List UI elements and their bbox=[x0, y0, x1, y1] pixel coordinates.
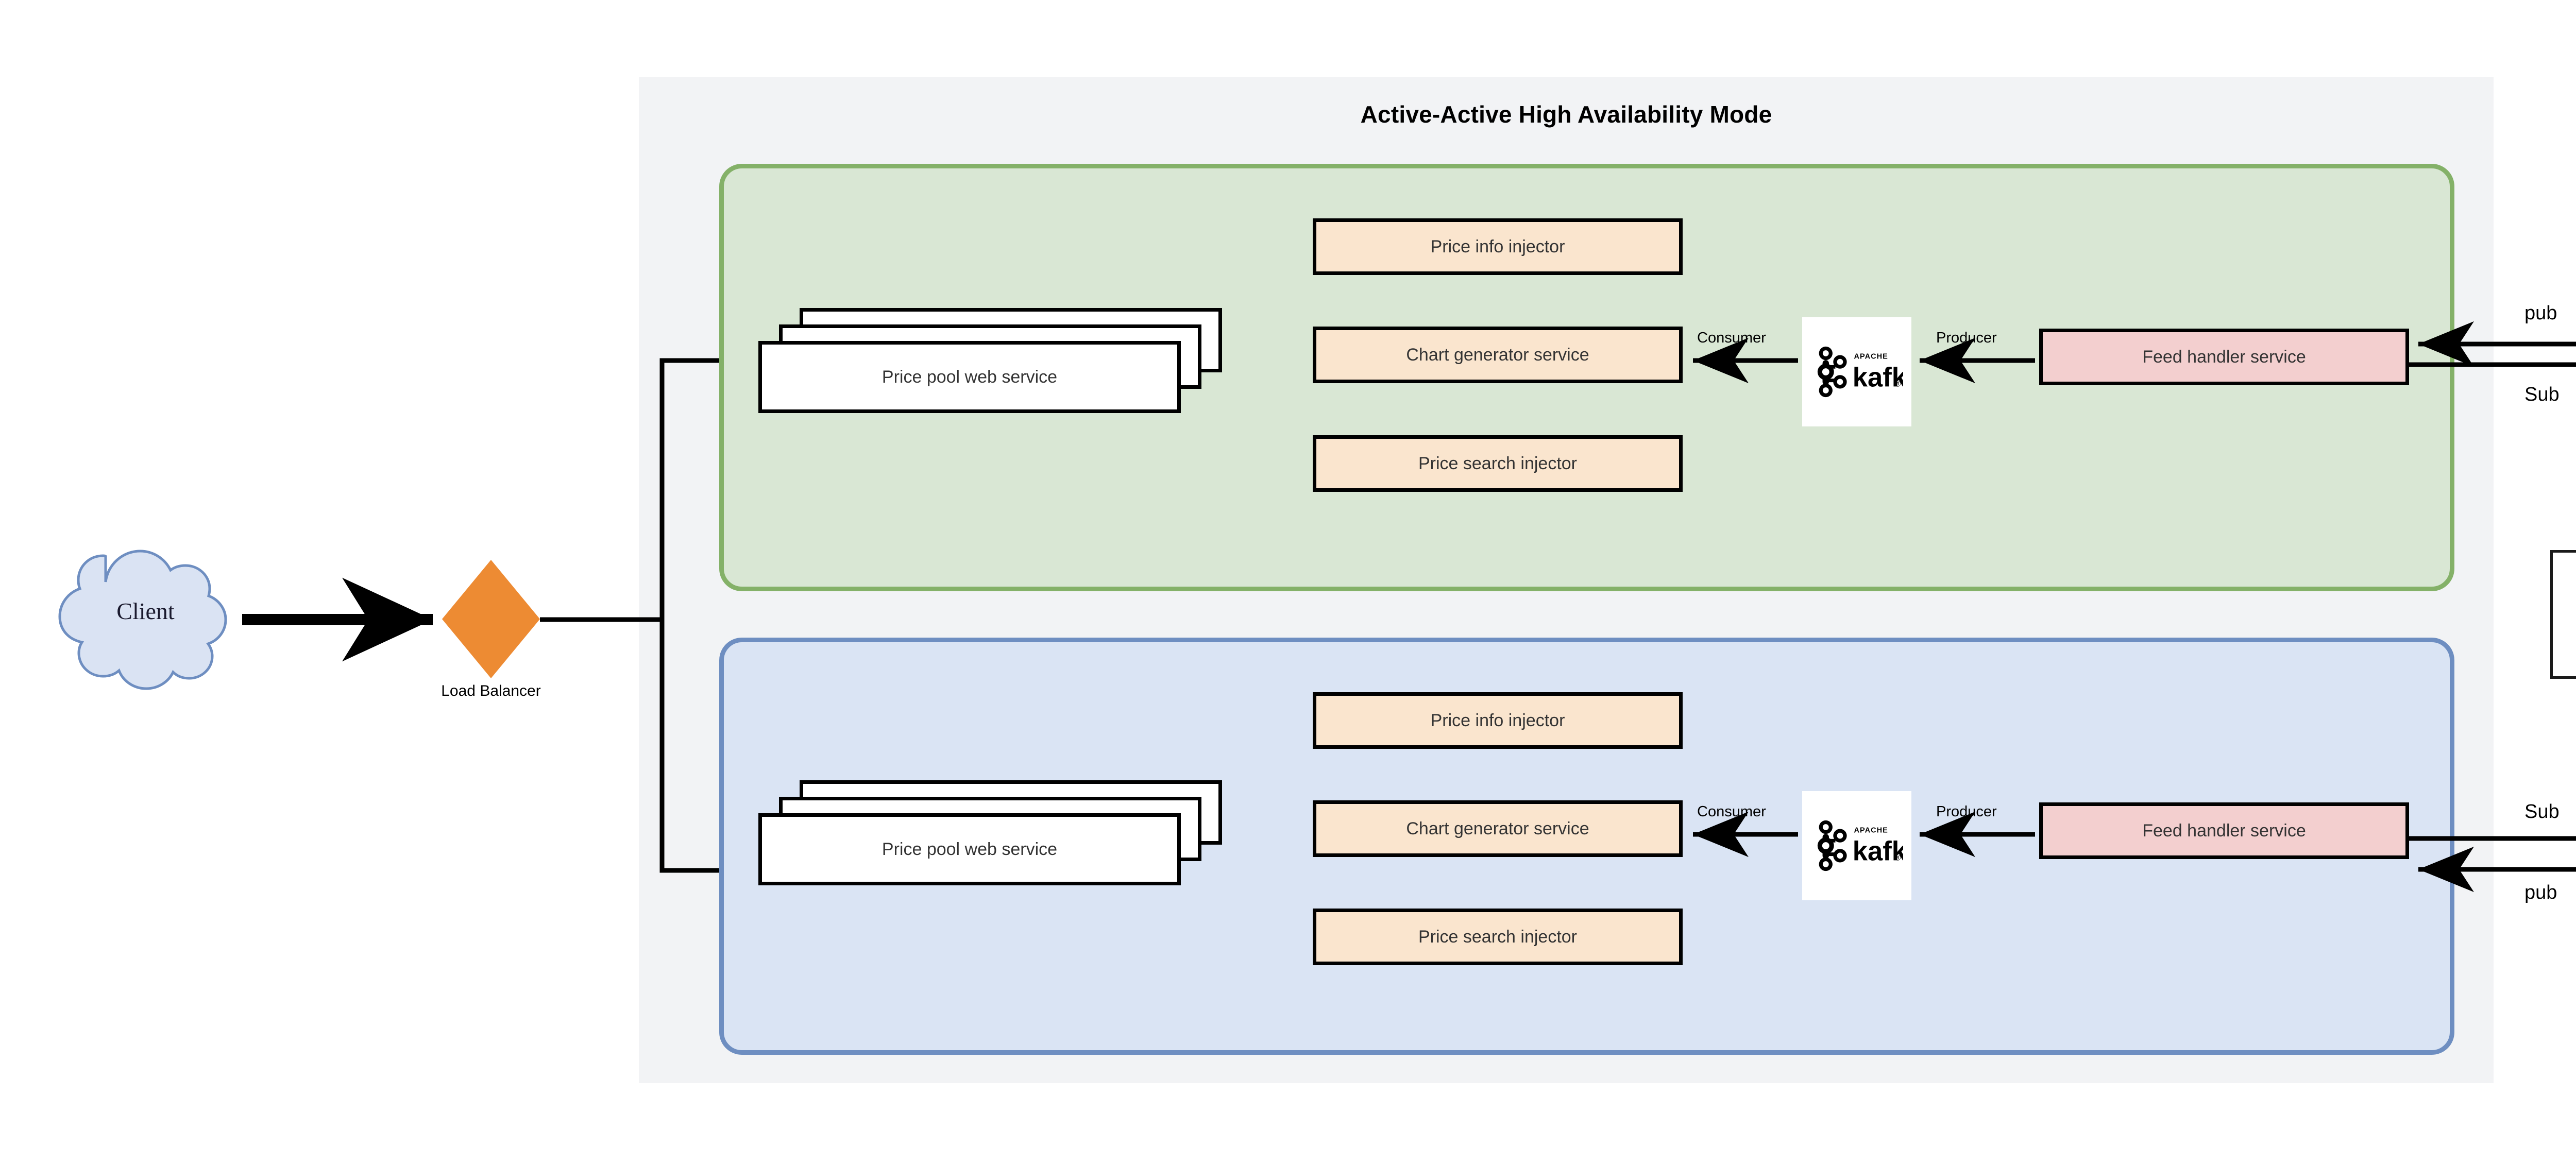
feed-handler-blue[interactable]: Feed handler service bbox=[2039, 802, 2409, 859]
feed-handler-green[interactable]: Feed handler service bbox=[2039, 329, 2409, 385]
service-box-chart-generator-blue[interactable]: Chart generator service bbox=[1313, 800, 1683, 857]
price-pool-deck-blue[interactable]: Price pool web service bbox=[758, 780, 1222, 886]
svg-text:kafka: kafka bbox=[1853, 836, 1903, 866]
pub-label-blue: pub bbox=[2524, 882, 2557, 903]
price-pool-deck-green[interactable]: Price pool web service bbox=[758, 308, 1222, 414]
producer-label-green: Producer bbox=[1936, 330, 1997, 346]
price-pool-sheet-front: Price pool web service bbox=[758, 813, 1181, 885]
realtime-market-data-service[interactable]: Realtime Market Data Service bbox=[2550, 550, 2576, 679]
consumer-label-green: Consumer bbox=[1697, 330, 1766, 346]
pub-label-green: pub bbox=[2524, 302, 2557, 324]
service-box-price-search-injector-green[interactable]: Price search injector bbox=[1313, 435, 1683, 492]
service-box-price-info-injector-blue[interactable]: Price info injector bbox=[1313, 692, 1683, 749]
price-pool-sheet-front: Price pool web service bbox=[758, 341, 1181, 413]
svg-text:®: ® bbox=[1895, 380, 1901, 388]
service-box-chart-generator-green[interactable]: Chart generator service bbox=[1313, 327, 1683, 383]
page-title: Active-Active High Availability Mode bbox=[1360, 101, 1772, 128]
service-box-price-info-injector-green[interactable]: Price info injector bbox=[1313, 218, 1683, 275]
svg-text:APACHE: APACHE bbox=[1854, 826, 1888, 834]
service-box-price-search-injector-blue[interactable]: Price search injector bbox=[1313, 909, 1683, 965]
producer-label-blue: Producer bbox=[1936, 803, 1997, 820]
svg-text:APACHE: APACHE bbox=[1854, 352, 1888, 361]
consumer-label-blue: Consumer bbox=[1697, 803, 1766, 820]
cloud-icon bbox=[57, 543, 234, 693]
kafka-logo-green: APACHE kafka ® bbox=[1802, 317, 1911, 426]
client-label: Client bbox=[116, 598, 175, 624]
sub-label-blue: Sub bbox=[2524, 801, 2560, 823]
load-balancer-label: Load Balancer bbox=[441, 682, 541, 699]
svg-text:kafka: kafka bbox=[1853, 362, 1903, 392]
svg-text:®: ® bbox=[1895, 853, 1901, 862]
load-balancer-diamond-icon[interactable] bbox=[442, 560, 540, 678]
sub-label-green: Sub bbox=[2524, 384, 2560, 405]
kafka-logo-blue: APACHE kafka ® bbox=[1802, 791, 1911, 900]
